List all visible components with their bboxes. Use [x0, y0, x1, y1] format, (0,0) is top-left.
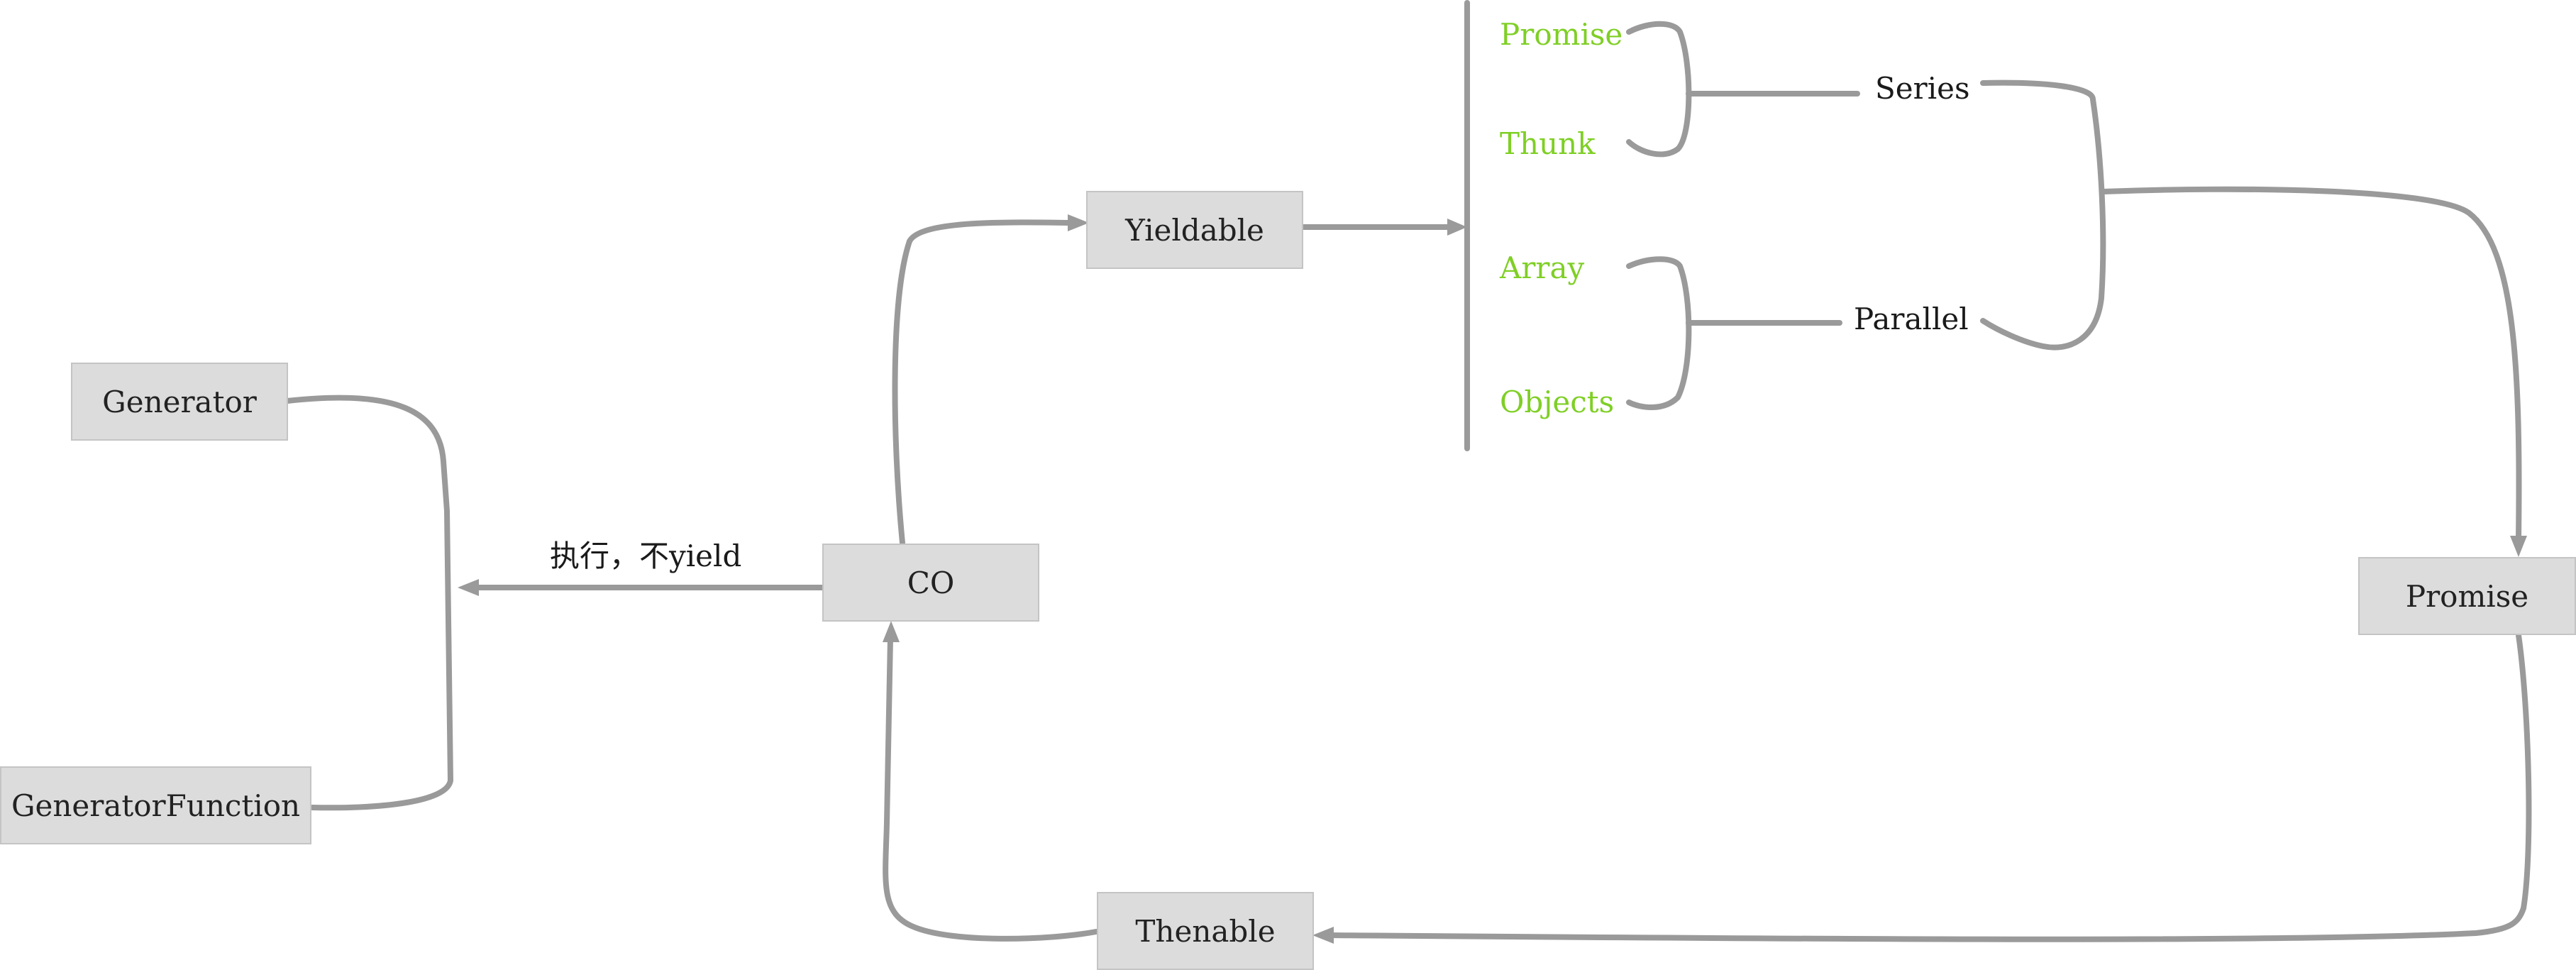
generator-function-node: GeneratorFunction: [0, 766, 311, 844]
series-bracket: [1626, 21, 1692, 158]
co-node: CO: [822, 544, 1039, 622]
co-to-yieldable-connector: [892, 219, 1074, 546]
promise-node: Promise: [2358, 557, 2576, 635]
thenable-node: Thenable: [1097, 892, 1314, 970]
series-label: Series: [1875, 71, 1970, 106]
promise-to-thenable-arrowhead: [1312, 927, 1334, 944]
thenable-to-co-arrowhead: [883, 621, 900, 642]
merge-to-promise-arrowhead: [2510, 536, 2527, 557]
yieldable-type-objects: Objects: [1500, 385, 1615, 419]
co-to-generators-arrowhead: [458, 579, 479, 596]
parallel-label: Parallel: [1854, 302, 1969, 336]
generator-node: Generator: [71, 363, 288, 441]
parallel-bracket: [1626, 256, 1692, 410]
yieldable-node: Yieldable: [1086, 191, 1303, 269]
co-to-yieldable-arrowhead: [1068, 214, 1089, 231]
thenable-to-co-connector: [883, 636, 1099, 942]
yieldable-to-types-arrowhead: [1447, 219, 1467, 236]
yieldable-type-promise: Promise: [1500, 17, 1623, 52]
merge-to-promise-connector: [2101, 186, 2522, 542]
promise-to-thenable-connector: [1324, 632, 2532, 942]
generator-bracket-connector: [284, 395, 453, 811]
yieldable-type-array: Array: [1500, 250, 1585, 285]
co-to-generators-label: 执行，不yield: [550, 539, 742, 573]
yieldable-type-thunk: Thunk: [1500, 126, 1596, 161]
merge-bracket: [1980, 79, 2106, 351]
